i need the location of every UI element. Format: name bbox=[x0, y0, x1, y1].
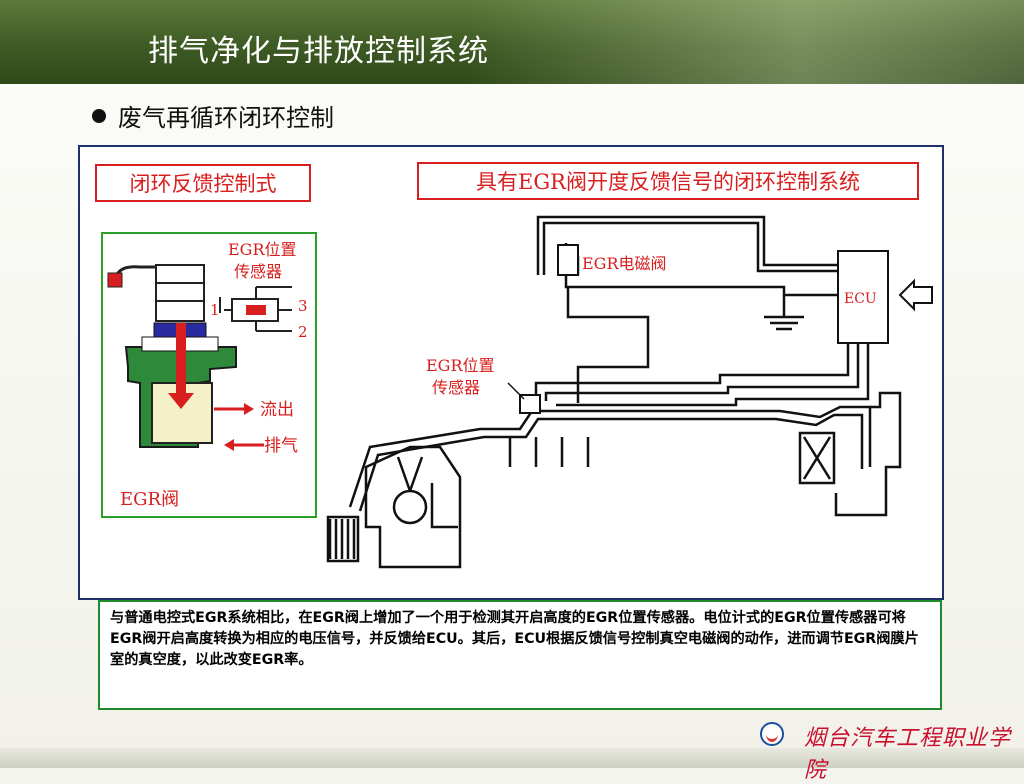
ecu-label: ECU bbox=[844, 291, 877, 307]
sensor-housing bbox=[155, 264, 205, 322]
bullet-item: 废气再循环闭环控制 bbox=[92, 98, 334, 133]
right-heading-box bbox=[417, 162, 919, 200]
bullet-dot-icon bbox=[92, 108, 106, 123]
pin-1: 1 bbox=[210, 301, 220, 319]
title-bar: 排气净化与排放控制系统 bbox=[0, 0, 1024, 84]
left-heading: 闭环反馈控制式 bbox=[130, 172, 277, 196]
ecu-box bbox=[837, 250, 889, 344]
ecu-input-arrow-icon bbox=[898, 278, 933, 312]
outflow-label: 流出 bbox=[260, 400, 294, 420]
exhaust-label: 排气 bbox=[264, 436, 298, 456]
school-logo-icon bbox=[760, 722, 784, 746]
caption-text: 与普通电控式EGR系统相比，在EGR阀上增加了一个用于检测其开启高度的EGR位置… bbox=[110, 610, 919, 668]
stem-arrow-icon bbox=[168, 393, 194, 409]
slide-title: 排气净化与排放控制系统 bbox=[148, 34, 489, 69]
egr-diagram: 闭环反馈控制式 具有EGR阀开度反馈信号的闭环控制系统 EGR位置 传感 bbox=[95, 162, 933, 569]
left-sensor-label-2: 传感器 bbox=[234, 262, 282, 281]
title-bar-highlight bbox=[464, 0, 1024, 84]
exhaust-arrow-icon bbox=[224, 439, 234, 451]
solenoid-label: EGR电磁阀 bbox=[582, 254, 667, 273]
right-sensor-label-1: EGR位置 bbox=[426, 356, 495, 375]
left-heading-box bbox=[95, 164, 311, 202]
egr-position-sensor bbox=[519, 394, 541, 414]
system-schematic bbox=[326, 215, 902, 569]
egr-diagram-figure: 闭环反馈控制式 具有EGR阀开度反馈信号的闭环控制系统 EGR位置 传感 bbox=[78, 145, 944, 600]
school-name: 烟台汽车工程职业学院 bbox=[804, 726, 1012, 783]
connector-plug bbox=[107, 272, 123, 288]
pin-3: 3 bbox=[298, 297, 308, 315]
valve-stem bbox=[176, 323, 186, 395]
right-heading: 具有EGR阀开度反馈信号的闭环控制系统 bbox=[476, 170, 860, 194]
left-sensor-label-1: EGR位置 bbox=[228, 240, 297, 259]
caption-box: 与普通电控式EGR系统相比，在EGR阀上增加了一个用于检测其开启高度的EGR位置… bbox=[98, 600, 942, 710]
valve-label: EGR阀 bbox=[120, 489, 179, 510]
egr-solenoid bbox=[557, 244, 579, 276]
footer-bar bbox=[0, 748, 1024, 768]
right-sensor-label-2: 传感器 bbox=[432, 378, 480, 397]
outflow-arrow-icon bbox=[244, 403, 254, 415]
bullet-text: 废气再循环闭环控制 bbox=[118, 104, 334, 132]
pin-2: 2 bbox=[298, 323, 308, 341]
